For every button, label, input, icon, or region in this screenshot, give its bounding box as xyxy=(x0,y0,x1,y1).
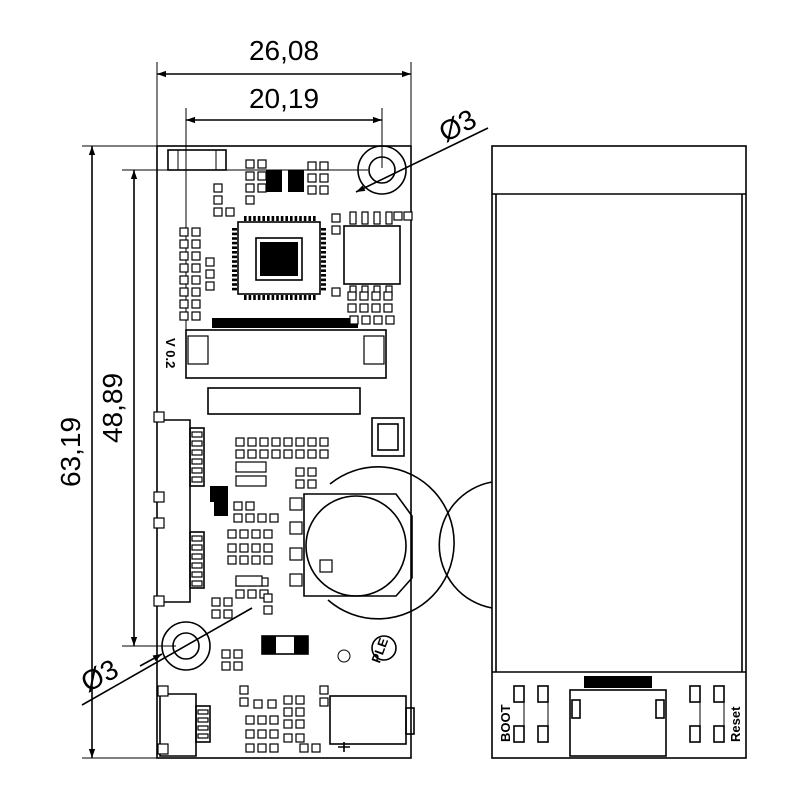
ple-logo: PLE xyxy=(368,635,397,665)
sd-card-edge xyxy=(438,481,493,609)
dim-hole-diameter-bottom: Ø3 xyxy=(76,653,124,698)
test-point xyxy=(337,649,351,663)
top-connector xyxy=(167,149,227,171)
label-area xyxy=(207,387,361,415)
sd-card-socket xyxy=(303,466,455,620)
dim-hole-spacing: 20,19 xyxy=(249,83,319,114)
dim-overall-height: 63,19 xyxy=(55,417,86,487)
usb-c-connector xyxy=(569,676,667,757)
pcb-back-view: BOOT Reset xyxy=(438,145,747,759)
side-connector-left xyxy=(162,419,205,603)
microcontroller-chip xyxy=(232,211,393,300)
svg-text:PLE: PLE xyxy=(368,636,391,665)
reset-button xyxy=(689,685,725,743)
flash-chip xyxy=(343,225,401,285)
mounting-hole-top xyxy=(357,145,407,195)
boot-label: BOOT xyxy=(498,704,513,742)
camera-fpc-connector xyxy=(185,318,387,379)
mounting-hole-bottom xyxy=(161,621,211,671)
power-connector xyxy=(329,695,415,752)
push-button xyxy=(371,417,405,457)
dim-hole-diameter-top: Ø3 xyxy=(434,103,482,148)
dim-overall-width: 26,08 xyxy=(249,35,319,66)
back-outline xyxy=(491,145,747,759)
micro-usb-connector xyxy=(159,693,211,757)
version-label: V 0.2 xyxy=(163,338,178,368)
smd-components xyxy=(153,159,650,755)
boot-button xyxy=(513,685,549,743)
pcb-front-view: V 0.2 PLE xyxy=(153,145,650,759)
capacitor-block xyxy=(261,635,309,655)
reset-label: Reset xyxy=(728,706,743,742)
pcb-outline xyxy=(156,145,412,759)
dim-hole-vertical-spacing: 48,89 xyxy=(97,373,128,443)
dimension-lines xyxy=(81,62,489,759)
